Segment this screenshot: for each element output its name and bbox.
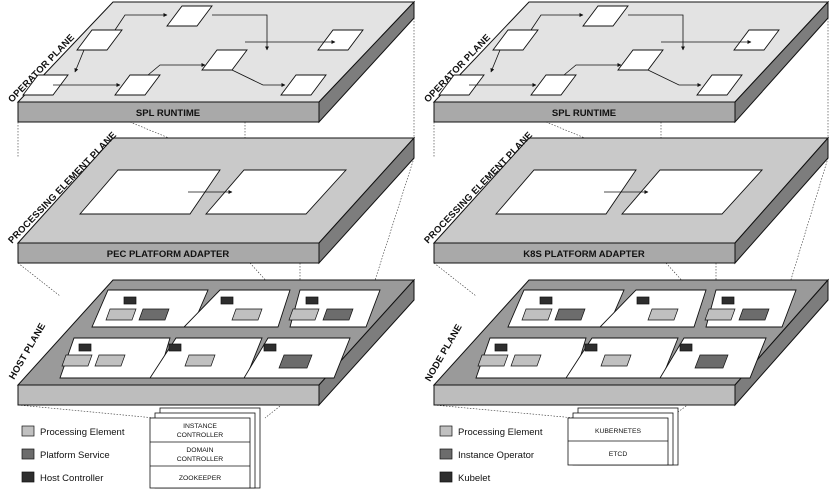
domain-controller-l2: CONTROLLER	[177, 456, 224, 463]
zookeeper-label: ZOOKEEPER	[179, 475, 221, 482]
right-diagram: SPL RUNTIME OPERATOR PLANE K8S PLATFORM …	[422, 0, 830, 484]
kubernetes-label: KUBERNETES	[595, 428, 642, 435]
operator-boxes-right	[438, 5, 780, 96]
left-service-stack: INSTANCE CONTROLLER DOMAIN CONTROLLER ZO…	[149, 407, 261, 489]
legend-swatch-operator	[439, 448, 453, 460]
etcd-label: ETCD	[609, 451, 628, 458]
legend-item-pe-right: Processing Element	[458, 427, 543, 438]
legend-item-kubelet: Kubelet	[458, 473, 491, 484]
pe-boxes	[79, 169, 348, 215]
host-components	[61, 296, 354, 369]
domain-controller-l1: DOMAIN	[186, 447, 213, 454]
spl-runtime-label-right: SPL RUNTIME	[552, 108, 616, 119]
legend-item-pe: Processing Element	[40, 427, 125, 438]
legend-swatch-kubelet	[439, 471, 453, 483]
operator-arrows-right	[469, 13, 752, 87]
adapter-label-right: K8S PLATFORM ADAPTER	[523, 249, 645, 260]
legend-item-service: Platform Service	[40, 450, 110, 461]
legend-item-operator: Instance Operator	[458, 450, 534, 461]
legend-swatch-pe-right	[439, 425, 453, 437]
left-legend: Processing Element Platform Service Host…	[21, 425, 125, 484]
node-components	[477, 296, 770, 369]
right-legend: Processing Element Instance Operator Kub…	[439, 425, 543, 484]
spl-runtime-label: SPL RUNTIME	[136, 108, 200, 119]
left-diagram: SPL RUNTIME OPERATOR PLANE PEC PLATFORM …	[6, 0, 416, 489]
pe-boxes-right	[495, 169, 764, 215]
legend-swatch-service	[21, 448, 35, 460]
legend-swatch-pe	[21, 425, 35, 437]
instance-controller-l2: CONTROLLER	[177, 432, 224, 439]
instance-controller-l1: INSTANCE	[183, 423, 217, 430]
adapter-label: PEC PLATFORM ADAPTER	[107, 249, 230, 260]
legend-swatch-controller	[21, 471, 35, 483]
operator-boxes	[22, 5, 364, 96]
right-service-stack: KUBERNETES ETCD	[567, 407, 679, 466]
operator-arrows	[53, 13, 336, 87]
legend-item-controller: Host Controller	[40, 473, 103, 484]
